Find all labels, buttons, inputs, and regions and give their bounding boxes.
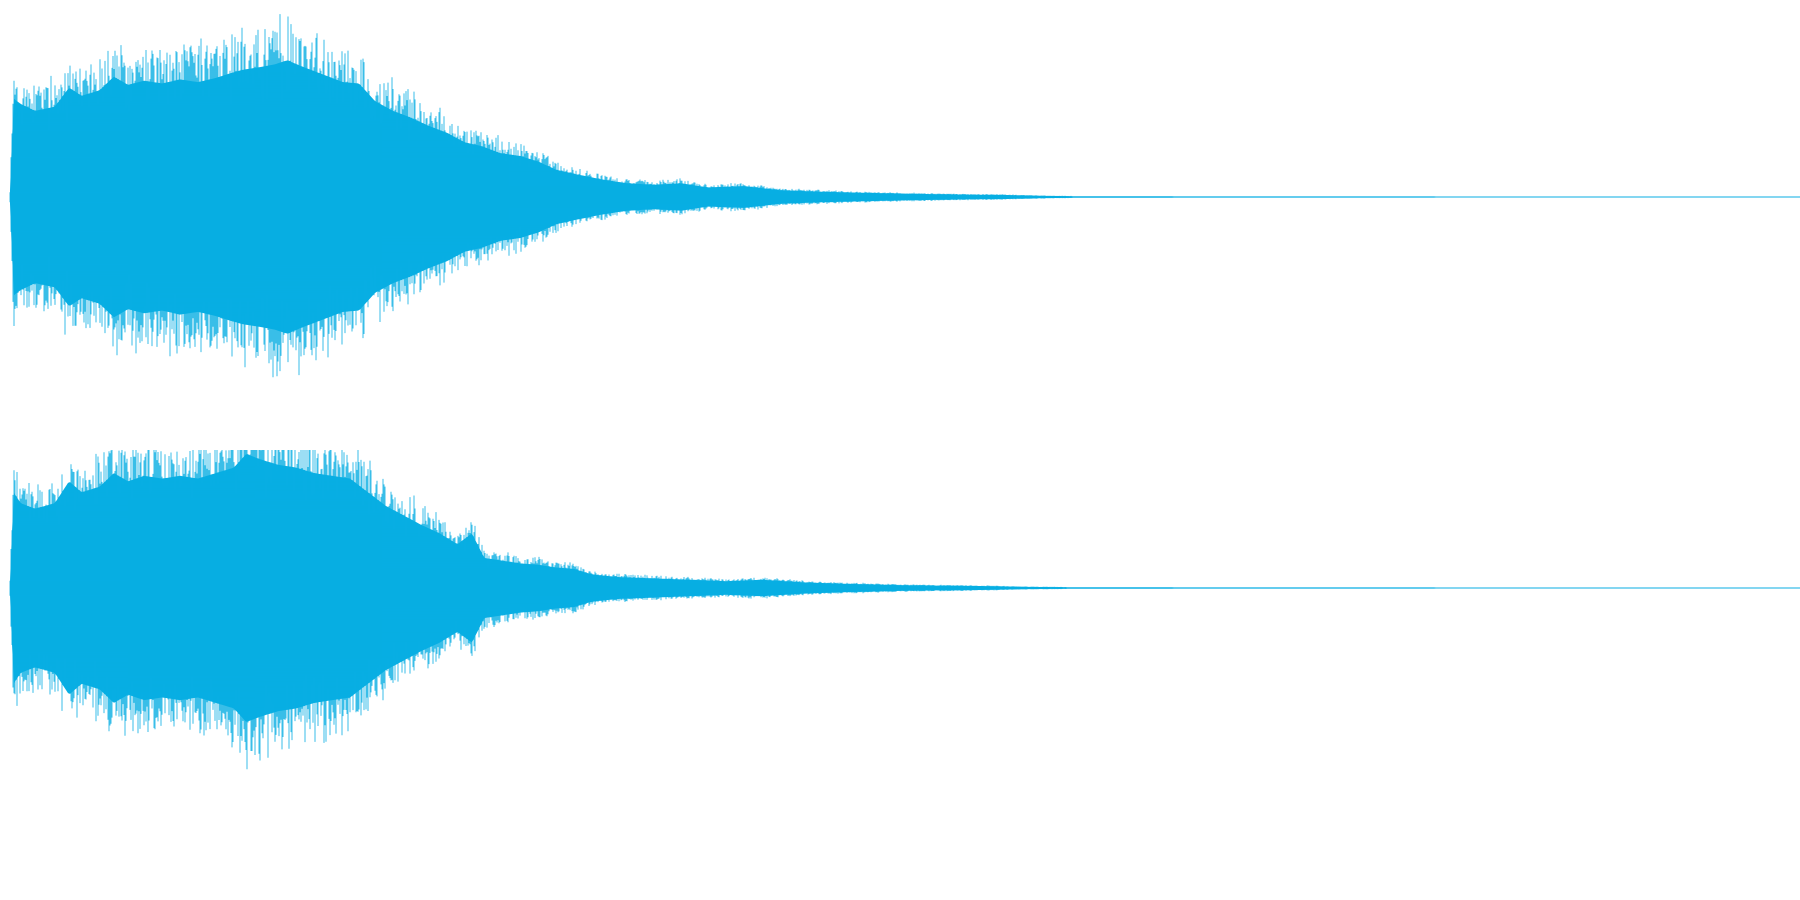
waveform-channel-1-svg [9,14,1800,378]
waveform-channel-2-svg [9,450,1800,770]
waveform-peaks [9,14,1073,378]
waveform-channel-2 [0,450,1800,900]
waveform-peaks [9,450,1067,770]
waveform-channel-1 [9,14,1800,378]
